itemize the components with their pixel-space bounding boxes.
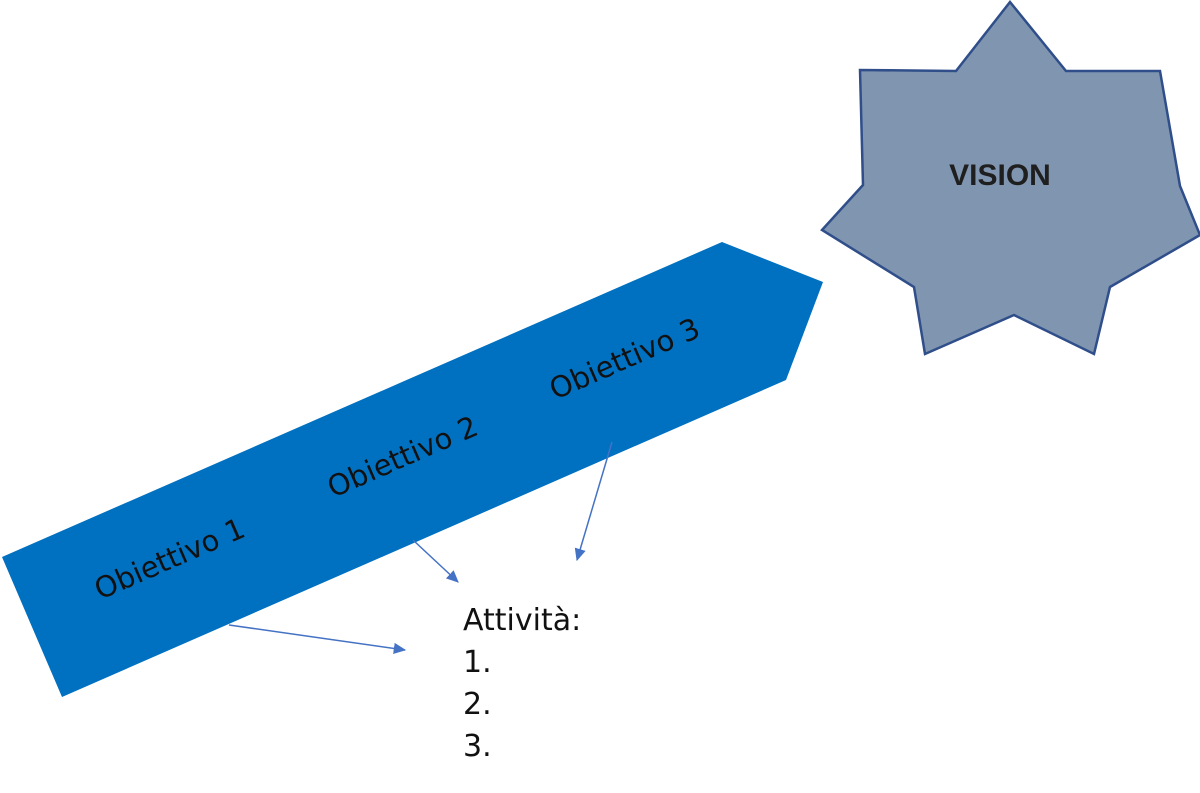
connector-arrow-objective-2 [412,539,459,583]
activities-list: Attività: 1. 2. 3. [463,600,581,768]
vision-label: VISION [949,159,1051,192]
activity-item-2: 2. [463,687,492,722]
activities-heading: Attività: [463,603,582,638]
connector-arrow-objective-3 [574,441,613,562]
objectives-arrow-shape [2,242,823,697]
activity-item-1: 1. [463,645,492,680]
activity-item-3: 3. [463,729,492,764]
vision-star-shape [820,0,1200,356]
connector-arrow-objective-1 [228,624,407,654]
